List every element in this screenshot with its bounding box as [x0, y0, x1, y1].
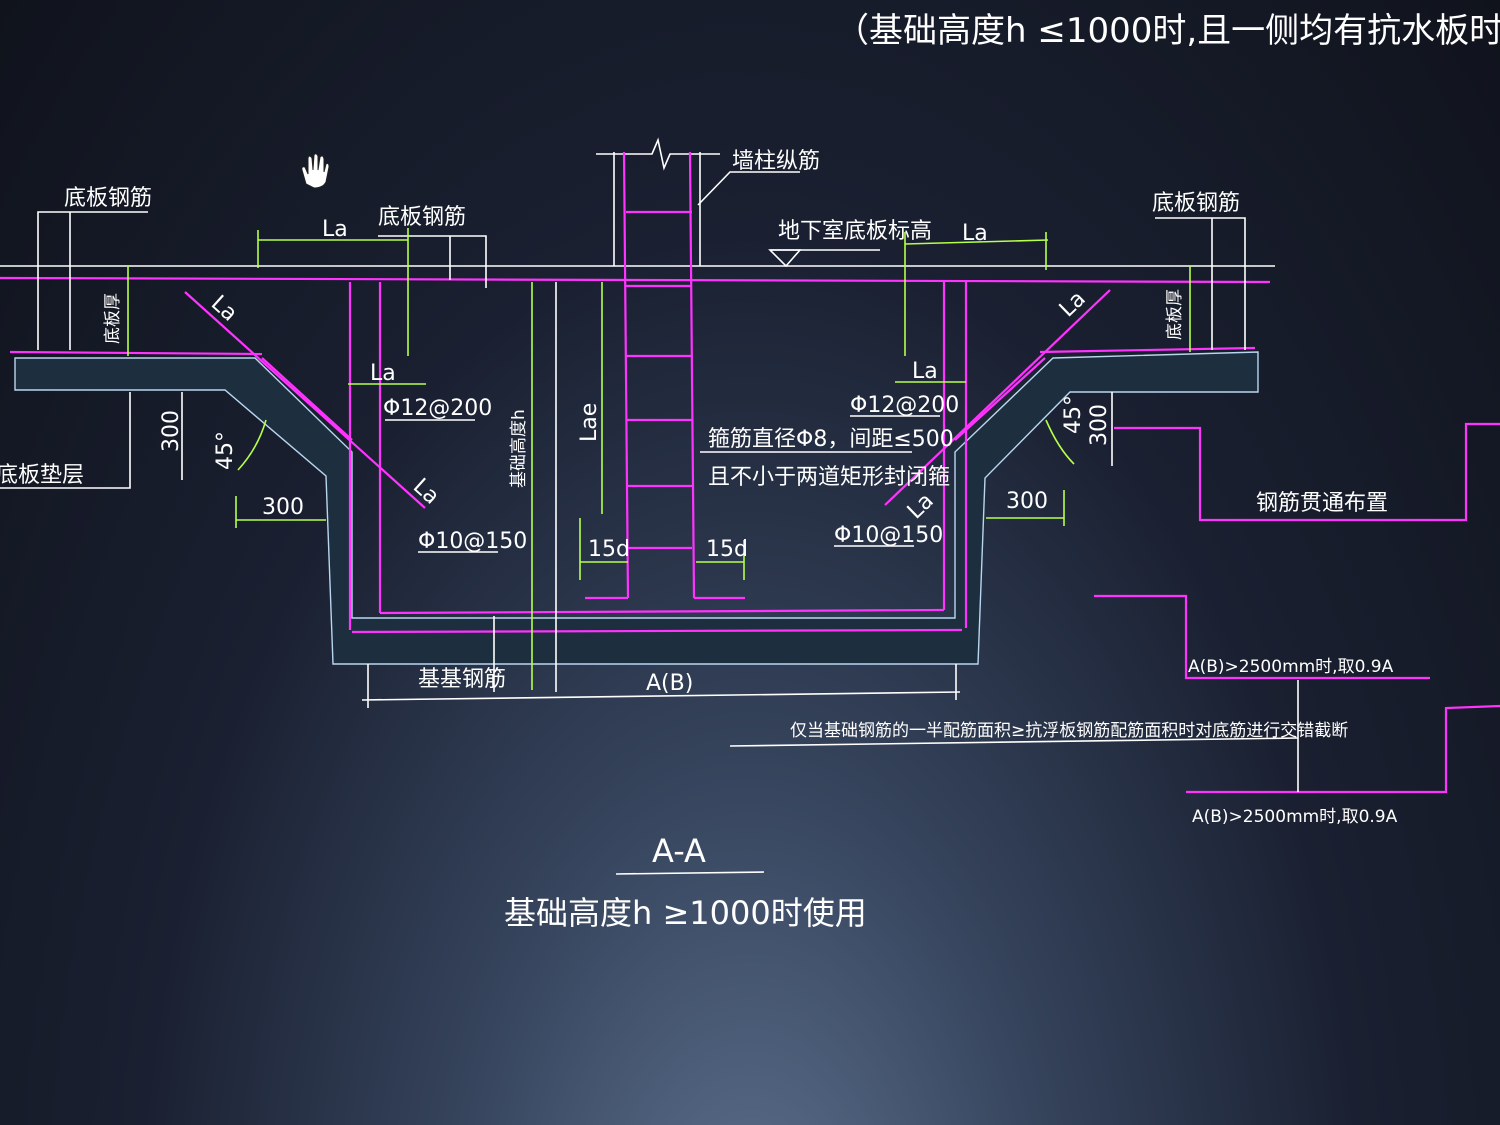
step-line-top — [1114, 422, 1500, 522]
dim-la-mid-left-text: La — [370, 361, 396, 386]
label-cushion: 底板垫层 — [0, 463, 84, 488]
step-line-low — [1186, 704, 1500, 794]
dim-la-low-right: La — [903, 488, 939, 524]
leader-slab-right — [1155, 217, 1246, 350]
pit-bottom-rebar — [351, 628, 963, 634]
stirrups — [626, 210, 692, 550]
dim-la-low-left: La — [408, 474, 444, 510]
label-slab-rebar-left: 底板钢筋 — [64, 186, 152, 211]
label-slab-thick-left: 底板厚 — [103, 293, 123, 344]
leader-cross-note — [729, 737, 1299, 747]
label-slab-thick-right: 底板厚 — [1165, 289, 1185, 340]
label-slab-rebar-right: 底板钢筋 — [1152, 191, 1240, 216]
dim-ab-text: A(B) — [646, 671, 693, 696]
angle-arc-left — [237, 419, 267, 471]
step-line-mid — [1094, 594, 1430, 680]
dim-la-diag-right: La — [1055, 286, 1091, 322]
leader-slab-mid — [378, 235, 487, 288]
top-note: （基础高度h ≤1000时,且一侧均有抗水板时） — [835, 11, 1500, 51]
label-rebar-through: 钢筋贯通布置 — [1256, 491, 1388, 516]
concrete-section — [14, 351, 1259, 665]
rebar-phi10-left: Φ10@150 — [418, 529, 527, 554]
angle-arc-right — [1045, 419, 1075, 465]
slope-rebar-left — [261, 357, 353, 441]
pit-inner-rebar — [379, 608, 945, 615]
note-ab-upper: A(B)>2500mm时,取0.9A — [1188, 657, 1394, 677]
rebar-phi10-right: Φ10@150 — [834, 523, 943, 548]
note-ab-lower: A(B)>2500mm时,取0.9A — [1192, 807, 1398, 827]
top-rebar-line — [0, 276, 1271, 284]
stirrup-note-1: 箍筋直径Φ8，间距≤500 — [708, 427, 954, 452]
section-subtitle: 基础高度h ≥1000时使用 — [504, 894, 867, 932]
label-column-rebar: 墙柱纵筋 — [732, 149, 820, 174]
dim-la-diag-left: La — [206, 291, 242, 327]
dim-h300-right-text: 300 — [1087, 404, 1112, 446]
rebar-phi12-left: Φ12@200 — [383, 396, 492, 421]
level-marker-icon — [768, 249, 802, 268]
section-title: A-A — [652, 832, 706, 870]
dim-w300-left-text: 300 — [262, 495, 304, 520]
leader-column-rebar — [697, 171, 800, 206]
column-rebar-left — [622, 151, 630, 599]
dim-lae-text: Lae — [577, 403, 602, 442]
angle-right-text: 45° — [1061, 395, 1086, 434]
dim-h300-left-text: 300 — [159, 410, 184, 452]
stirrup-note-2: 且不小于两道矩形封闭箍 — [708, 465, 950, 490]
dim-w300-right-text: 300 — [1006, 489, 1048, 514]
diag-rebar-left — [184, 291, 426, 509]
label-basement-level: 地下室底板标高 — [778, 219, 932, 244]
section-title-underline — [615, 871, 765, 875]
dim-15d-left-text: 15d — [588, 537, 630, 562]
label-found-rebar: 基基钢筋 — [418, 667, 506, 692]
slab-bottom-rebar-left — [9, 350, 263, 356]
label-found-height: 基础高度h — [509, 409, 529, 488]
leader-slab-left — [37, 211, 148, 350]
dim-la-top-left-text: La — [322, 217, 348, 242]
column-rebar-right — [688, 151, 696, 599]
slab-bottom-rebar-right — [1039, 346, 1256, 354]
angle-left-text: 45° — [213, 431, 238, 470]
column-break-line — [596, 137, 720, 171]
dim-15d-right-text: 15d — [706, 537, 748, 562]
dim-la-top-right-text: La — [962, 221, 988, 246]
slope-rebar-right — [954, 357, 1046, 441]
diag-rebar-right — [884, 289, 1111, 506]
dim-la-top-right — [904, 239, 1049, 245]
note-cross: 仅当基础钢筋的一半配筋面积≥抗浮板钢筋配筋面积时对底筋进行交错截断 — [790, 721, 1348, 741]
rebar-phi12-right: Φ12@200 — [850, 393, 959, 418]
dim-ab — [361, 691, 961, 701]
hand-cursor-icon — [301, 153, 330, 189]
dim-la-mid-right-text: La — [912, 359, 938, 384]
label-slab-rebar-mid: 底板钢筋 — [378, 205, 466, 230]
leader-cushion — [0, 392, 131, 489]
